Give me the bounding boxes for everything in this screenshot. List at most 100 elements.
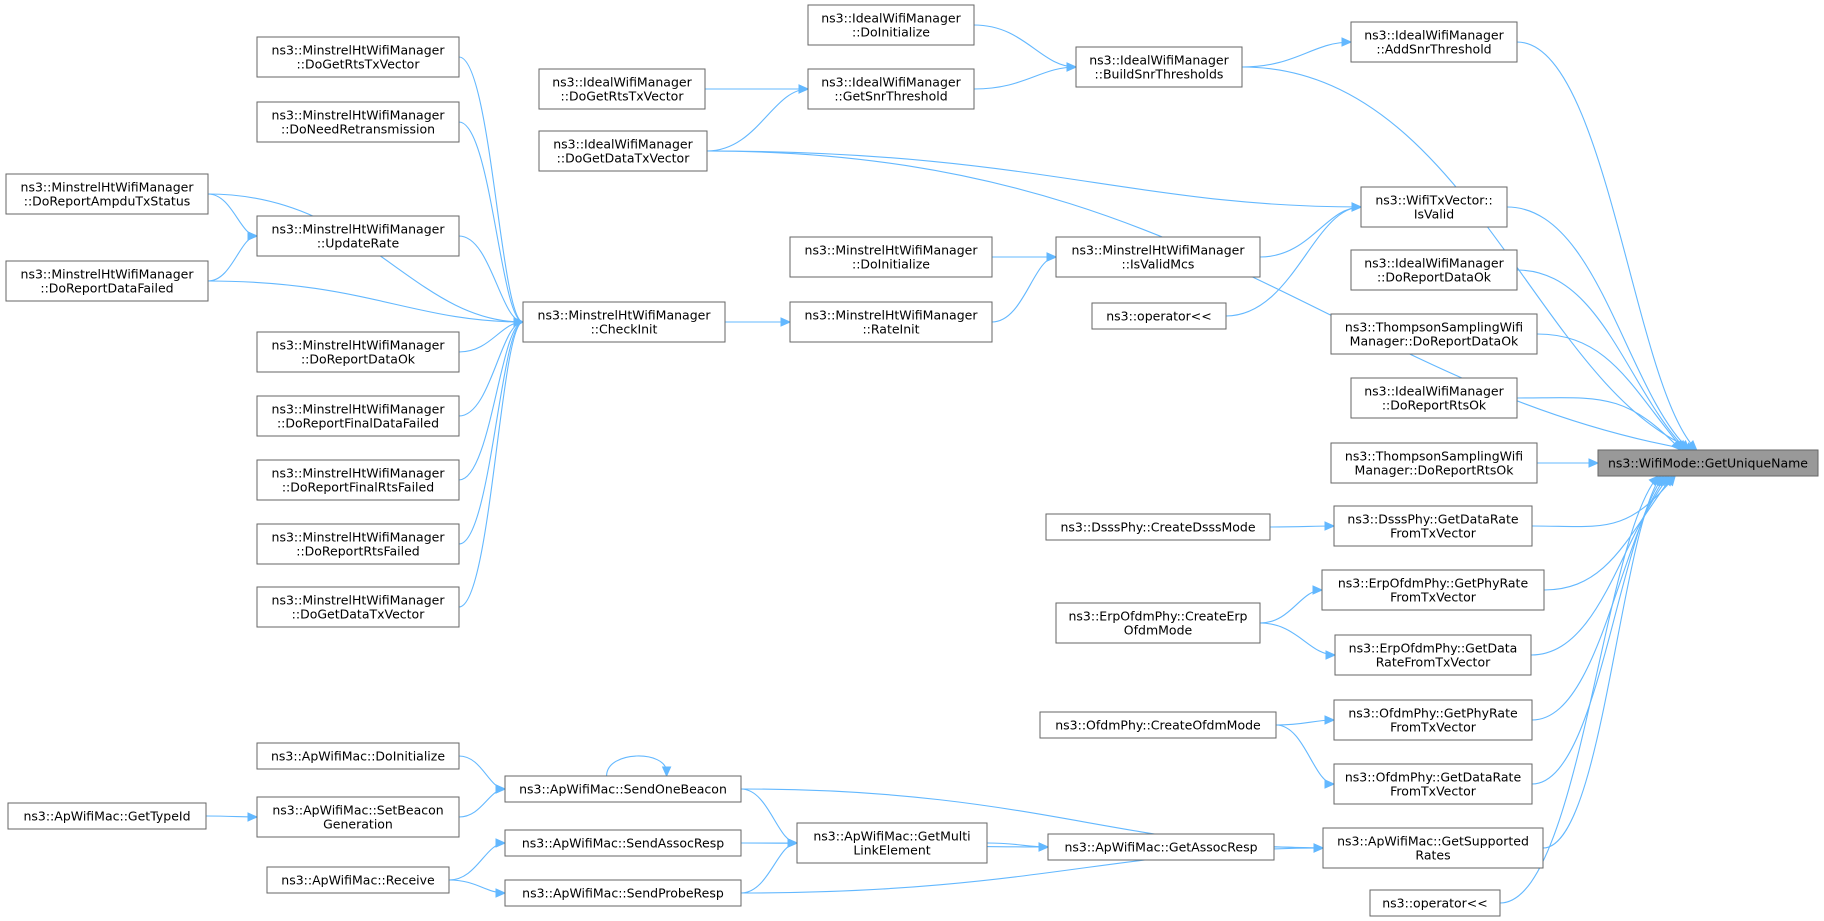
edge-minstrel-dogetrts-to-minstrel-checkinit — [458, 56, 525, 327]
node-target[interactable]: ns3::WifiMode::GetUniqueName — [1597, 449, 1819, 477]
node-label: ns3::ThompsonSamplingWifi — [1345, 320, 1523, 335]
node-ideal-buildsnr[interactable]: ns3::IdealWifiManager::BuildSnrThreshold… — [1075, 46, 1243, 88]
edge-line — [1516, 269, 1687, 451]
node-ap-gettypeid[interactable]: ns3::ApWifiMac::GetTypeId — [7, 802, 207, 830]
node-label: ns3::MinstrelHtWifiManager — [1072, 243, 1246, 258]
edge-line — [1275, 724, 1335, 785]
node-minstrel-doreportdataok[interactable]: ns3::MinstrelHtWifiManager::DoReportData… — [256, 331, 460, 373]
edge-operator-bottom-to-target — [1499, 475, 1660, 904]
node-ideal-getsnr[interactable]: ns3::IdealWifiManager::GetSnrThreshold — [807, 68, 975, 110]
node-minstrel-doreportdatafailed[interactable]: ns3::MinstrelHtWifiManager::DoReportData… — [5, 260, 209, 302]
edge-line — [1241, 41, 1352, 68]
edge-arrowhead — [1351, 202, 1363, 212]
node-minstrel-doreportrtsfailed[interactable]: ns3::MinstrelHtWifiManager::DoReportRtsF… — [256, 523, 460, 565]
node-box — [504, 879, 742, 907]
node-minstrel-doreportfinaldata[interactable]: ns3::MinstrelHtWifiManager::DoReportFina… — [256, 395, 460, 437]
node-label: ::UpdateRate — [317, 236, 400, 251]
edge-line — [740, 788, 798, 844]
node-label: ns3::MinstrelHtWifiManager — [272, 530, 446, 545]
node-ideal-dogetrts[interactable]: ns3::IdealWifiManager::DoGetRtsTxVector — [538, 68, 706, 110]
edge-ap-sendonebeacon-to-ap-getmultilink — [740, 788, 799, 848]
node-ap-sendassocresp[interactable]: ns3::ApWifiMac::SendAssocResp — [504, 829, 742, 857]
node-txvector-isvalid[interactable]: ns3::WifiTxVector::IsValid — [1360, 186, 1508, 228]
node-minstrel-updaterate[interactable]: ns3::MinstrelHtWifiManager::UpdateRate — [256, 215, 460, 257]
node-ideal-doinit[interactable]: ns3::IdealWifiManager::DoInitialize — [807, 4, 975, 46]
edge-line — [706, 88, 809, 152]
node-label: ns3::DsssPhy::CreateDsssMode — [1060, 520, 1255, 535]
edge-line — [1516, 41, 1698, 451]
node-label: FromTxVector — [1390, 526, 1477, 541]
edge-arrowhead — [1066, 62, 1078, 72]
node-box — [1045, 513, 1271, 541]
node-ap-doinit[interactable]: ns3::ApWifiMac::DoInitialize — [256, 742, 460, 770]
node-label: ns3::ApWifiMac::SendOneBeacon — [519, 782, 727, 797]
node-ap-sendonebeacon[interactable]: ns3::ApWifiMac::SendOneBeacon — [504, 775, 742, 803]
node-ap-sendproberesp[interactable]: ns3::ApWifiMac::SendProbeResp — [504, 879, 742, 907]
node-thompson-dataok[interactable]: ns3::ThompsonSamplingWifiManager::DoRepo… — [1330, 313, 1538, 355]
node-box — [538, 68, 706, 110]
node-box — [1039, 711, 1277, 739]
node-label: ::AddSnrThreshold — [1376, 42, 1491, 57]
node-ideal-addsnr[interactable]: ns3::IdealWifiManager::AddSnrThreshold — [1350, 21, 1518, 63]
node-label: IsValid — [1414, 207, 1454, 222]
edge-minstrel-doreportampdu-to-minstrel-checkinit — [207, 193, 525, 327]
edge-minstrel-doreportdatafailed-to-minstrel-checkinit — [207, 280, 525, 327]
node-label: ::BuildSnrThresholds — [1095, 67, 1224, 82]
node-label: ns3::ErpOfdmPhy::GetData — [1349, 641, 1518, 656]
node-minstrel-isvalidmcs[interactable]: ns3::MinstrelHtWifiManager::IsValidMcs — [1055, 236, 1261, 278]
node-ideal-dogetdata[interactable]: ns3::IdealWifiManager::DoGetDataTxVector — [538, 130, 708, 172]
node-box — [1333, 763, 1533, 805]
node-box — [256, 742, 460, 770]
node-thompson-rtsok[interactable]: ns3::ThompsonSamplingWifiManager::DoRepo… — [1330, 442, 1538, 484]
node-label: ::DoReportRtsFailed — [296, 544, 420, 559]
node-box — [807, 68, 975, 110]
node-label: ::DoReportDataOk — [301, 352, 416, 367]
node-ideal-doreportrtsok[interactable]: ns3::IdealWifiManager::DoReportRtsOk — [1350, 377, 1518, 419]
edge-arrowhead — [1324, 779, 1336, 789]
node-label: ::DoReportDataOk — [1377, 270, 1492, 285]
edge-line — [207, 235, 258, 282]
node-ap-receive[interactable]: ns3::ApWifiMac::Receive — [266, 866, 450, 894]
node-label: ns3::IdealWifiManager — [1089, 53, 1229, 68]
node-operator-bottom[interactable]: ns3::operator<< — [1369, 889, 1501, 917]
node-box — [5, 173, 209, 215]
node-minstrel-doneedretrans[interactable]: ns3::MinstrelHtWifiManager::DoNeedRetran… — [256, 101, 460, 143]
edge-ap-gettypeid-to-ap-setbeacon — [205, 812, 259, 822]
edge-line — [458, 56, 524, 323]
node-minstrel-doreportampdu[interactable]: ns3::MinstrelHtWifiManager::DoReportAmpd… — [5, 173, 209, 215]
edge-line — [706, 150, 1692, 451]
node-minstrel-rateinit[interactable]: ns3::MinstrelHtWifiManager::RateInit — [789, 301, 993, 343]
node-ofdm-create[interactable]: ns3::OfdmPhy::CreateOfdmMode — [1039, 711, 1277, 739]
node-minstrel-dogetdata[interactable]: ns3::MinstrelHtWifiManager::DoGetDataTxV… — [256, 586, 460, 628]
edge-line — [458, 755, 506, 790]
node-label: ::DoGetDataTxVector — [292, 607, 426, 622]
node-minstrel-doinit[interactable]: ns3::MinstrelHtWifiManager::DoInitialize — [789, 236, 993, 278]
node-label: ns3::ApWifiMac::SetBeacon — [272, 803, 443, 818]
node-ap-getassocresp[interactable]: ns3::ApWifiMac::GetAssocResp — [1047, 833, 1275, 861]
node-label: ns3::ErpOfdmPhy::GetPhyRate — [1338, 576, 1529, 591]
node-dsss-create[interactable]: ns3::DsssPhy::CreateDsssMode — [1045, 513, 1271, 541]
edge-minstrel-doneedretrans-to-minstrel-checkinit — [458, 121, 525, 327]
node-ideal-doreportdataok[interactable]: ns3::IdealWifiManager::DoReportDataOk — [1350, 249, 1518, 291]
node-label: Rates — [1415, 848, 1450, 863]
node-minstrel-checkinit[interactable]: ns3::MinstrelHtWifiManager::CheckInit — [522, 301, 726, 343]
node-minstrel-dogetrts[interactable]: ns3::MinstrelHtWifiManager::DoGetRtsTxVe… — [256, 36, 460, 78]
edge-ideal-getsnr-to-ideal-buildsnr — [973, 62, 1078, 90]
node-box — [256, 523, 460, 565]
node-label: ns3::OfdmPhy::CreateOfdmMode — [1055, 718, 1261, 733]
node-minstrel-doreportfinalrts[interactable]: ns3::MinstrelHtWifiManager::DoReportFina… — [256, 459, 460, 501]
node-label: ::IsValidMcs — [1122, 257, 1195, 272]
node-label: ::DoReportFinalDataFailed — [277, 416, 439, 431]
node-label: ::DoInitialize — [852, 257, 930, 272]
edge-line — [1225, 206, 1362, 317]
node-operator-mid[interactable]: ns3::operator<< — [1091, 302, 1227, 330]
